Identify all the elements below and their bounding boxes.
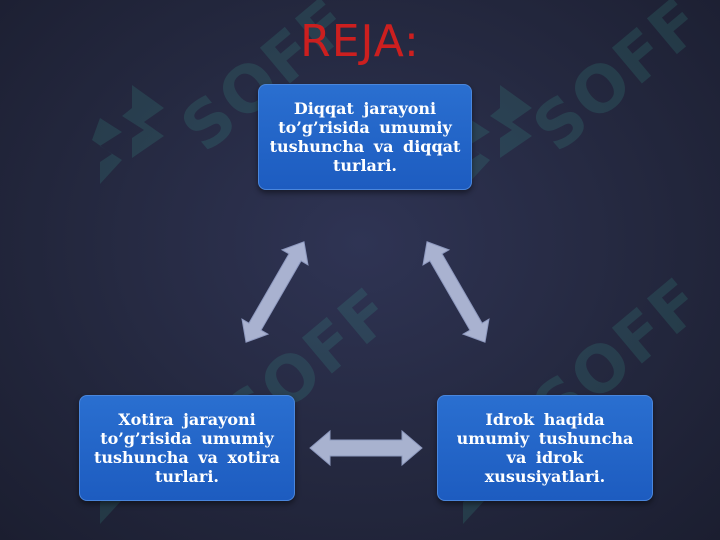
node-text: Idrok haqida umumiy tushuncha va idrok x…: [456, 410, 634, 486]
node-box-diqqat: Diqqat jarayoni to’g’risida umumiy tushu…: [258, 84, 472, 190]
slide-title: REJA:: [300, 16, 420, 67]
double-arrow-bottom: [309, 429, 423, 467]
node-text: Diqqat jarayoni to’g’risida umumiy tushu…: [269, 99, 461, 175]
node-box-xotira: Xotira jarayoni to’g’risida umumiy tushu…: [79, 395, 295, 501]
double-arrow-top-left: [241, 241, 309, 343]
double-arrow-top-right: [422, 241, 490, 343]
node-box-idrok: Idrok haqida umumiy tushuncha va idrok x…: [437, 395, 653, 501]
node-text: Xotira jarayoni to’g’risida umumiy tushu…: [94, 410, 280, 486]
